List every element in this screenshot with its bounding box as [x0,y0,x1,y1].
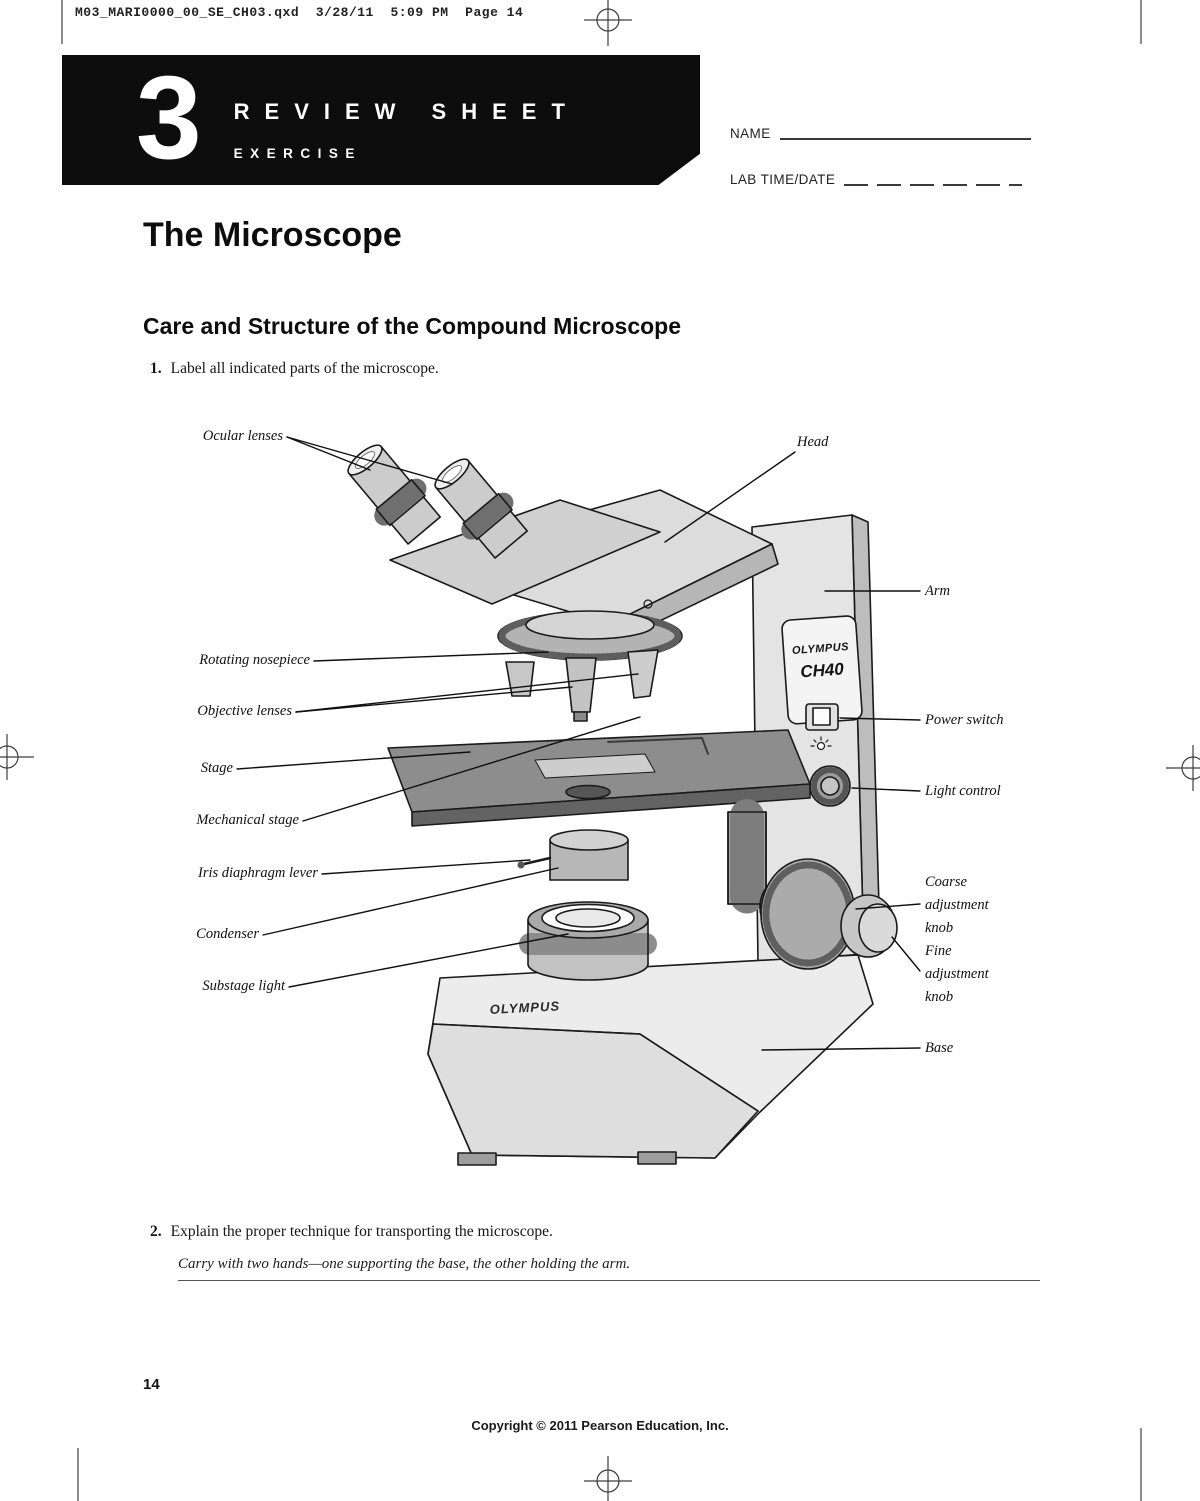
eyepiece-right [434,458,529,559]
objective-lenses [505,649,659,722]
question-2-number: 2. [150,1223,162,1240]
page-number: 14 [143,1376,160,1393]
fine-adjustment-knob [840,894,898,958]
eyepiece-left [347,444,442,545]
base-brand-text: OLYMPUS [489,998,560,1017]
name-field: NAME [730,126,1050,141]
banner-text: REVIEW SHEET EXERCISE [234,99,580,161]
review-sheet-banner: 3 REVIEW SHEET EXERCISE [62,55,700,185]
registration-mark-left [0,734,34,780]
label-coarse-adjustment-knob: Coarse adjustment knob [925,874,989,936]
condenser-rack [727,799,767,917]
rotating-nosepiece [497,610,683,661]
label-objective-lenses: Objective lenses [197,703,292,719]
name-label: NAME [730,126,771,141]
student-fields: NAME LAB TIME/DATE [730,126,1050,187]
coarse-adjustment-knob [759,858,856,970]
label-condenser: Condenser [196,926,259,942]
exercise-label: EXERCISE [233,146,362,161]
label-base: Base [925,1040,954,1056]
label-power-switch: Power switch [925,712,1004,728]
power-switch [805,703,839,731]
name-blank-line [779,138,1031,140]
brand-panel: OLYMPUS CH40 [781,615,863,725]
lab-time-label: LAB TIME/DATE [730,172,836,187]
leader-lines [236,436,921,1051]
print-slug: M03_MARI0000_00_SE_CH03.qxd 3/28/11 5:09… [75,5,524,20]
lab-time-field: LAB TIME/DATE [730,172,1050,187]
label-mechanical-stage: Mechanical stage [196,812,299,828]
base: OLYMPUS [427,954,874,1166]
label-substage-light: Substage light [202,978,285,994]
copyright-line: Copyright © 2011 Pearson Education, Inc. [471,1418,729,1433]
label-iris-diaphragm-lever: Iris diaphragm lever [197,865,318,881]
label-light-control: Light control [925,783,1001,799]
iris-diaphragm-lever [522,856,552,866]
registration-mark-top [584,0,632,46]
registration-mark-right [1166,745,1200,791]
exercise-number: 3 [136,52,202,184]
section-heading: Care and Structure of the Compound Micro… [143,313,681,339]
label-rotating-nosepiece: Rotating nosepiece [199,652,310,668]
substage-light [519,901,657,981]
label-ocular-lenses: Ocular lenses [202,428,283,444]
question-1-text: Label all indicated parts of the microsc… [170,360,439,377]
microscope-diagram: OLYMPUS CH40 [236,436,921,1166]
label-arm: Arm [925,583,950,599]
bulb-icon [810,736,832,751]
brand-text: OLYMPUS [792,641,850,657]
label-head: Head [797,434,829,450]
label-stage: Stage [200,760,233,776]
question-2-text: Explain the proper technique for transpo… [170,1223,553,1240]
model-text: CH40 [800,659,845,681]
question-2: 2. Explain the proper technique for trans… [150,1223,553,1241]
stage [387,729,811,827]
review-sheet-label: REVIEW SHEET [233,99,580,124]
registration-mark-bottom [584,1456,632,1501]
question-1-number: 1. [150,360,162,377]
arm: OLYMPUS CH40 [751,514,881,963]
microscope-illustration: OLYMPUS CH40 [236,436,921,1166]
condenser [517,829,629,881]
question-2-answer: Carry with two hands—one supporting the … [178,1256,1040,1281]
page-title: The Microscope [143,216,402,254]
label-fine-adjustment-knob: Fine adjustment knob [925,943,989,1005]
lab-time-blank-line [844,184,1023,186]
light-control-dial [809,765,851,807]
question-1: 1. Label all indicated parts of the micro… [150,360,439,378]
